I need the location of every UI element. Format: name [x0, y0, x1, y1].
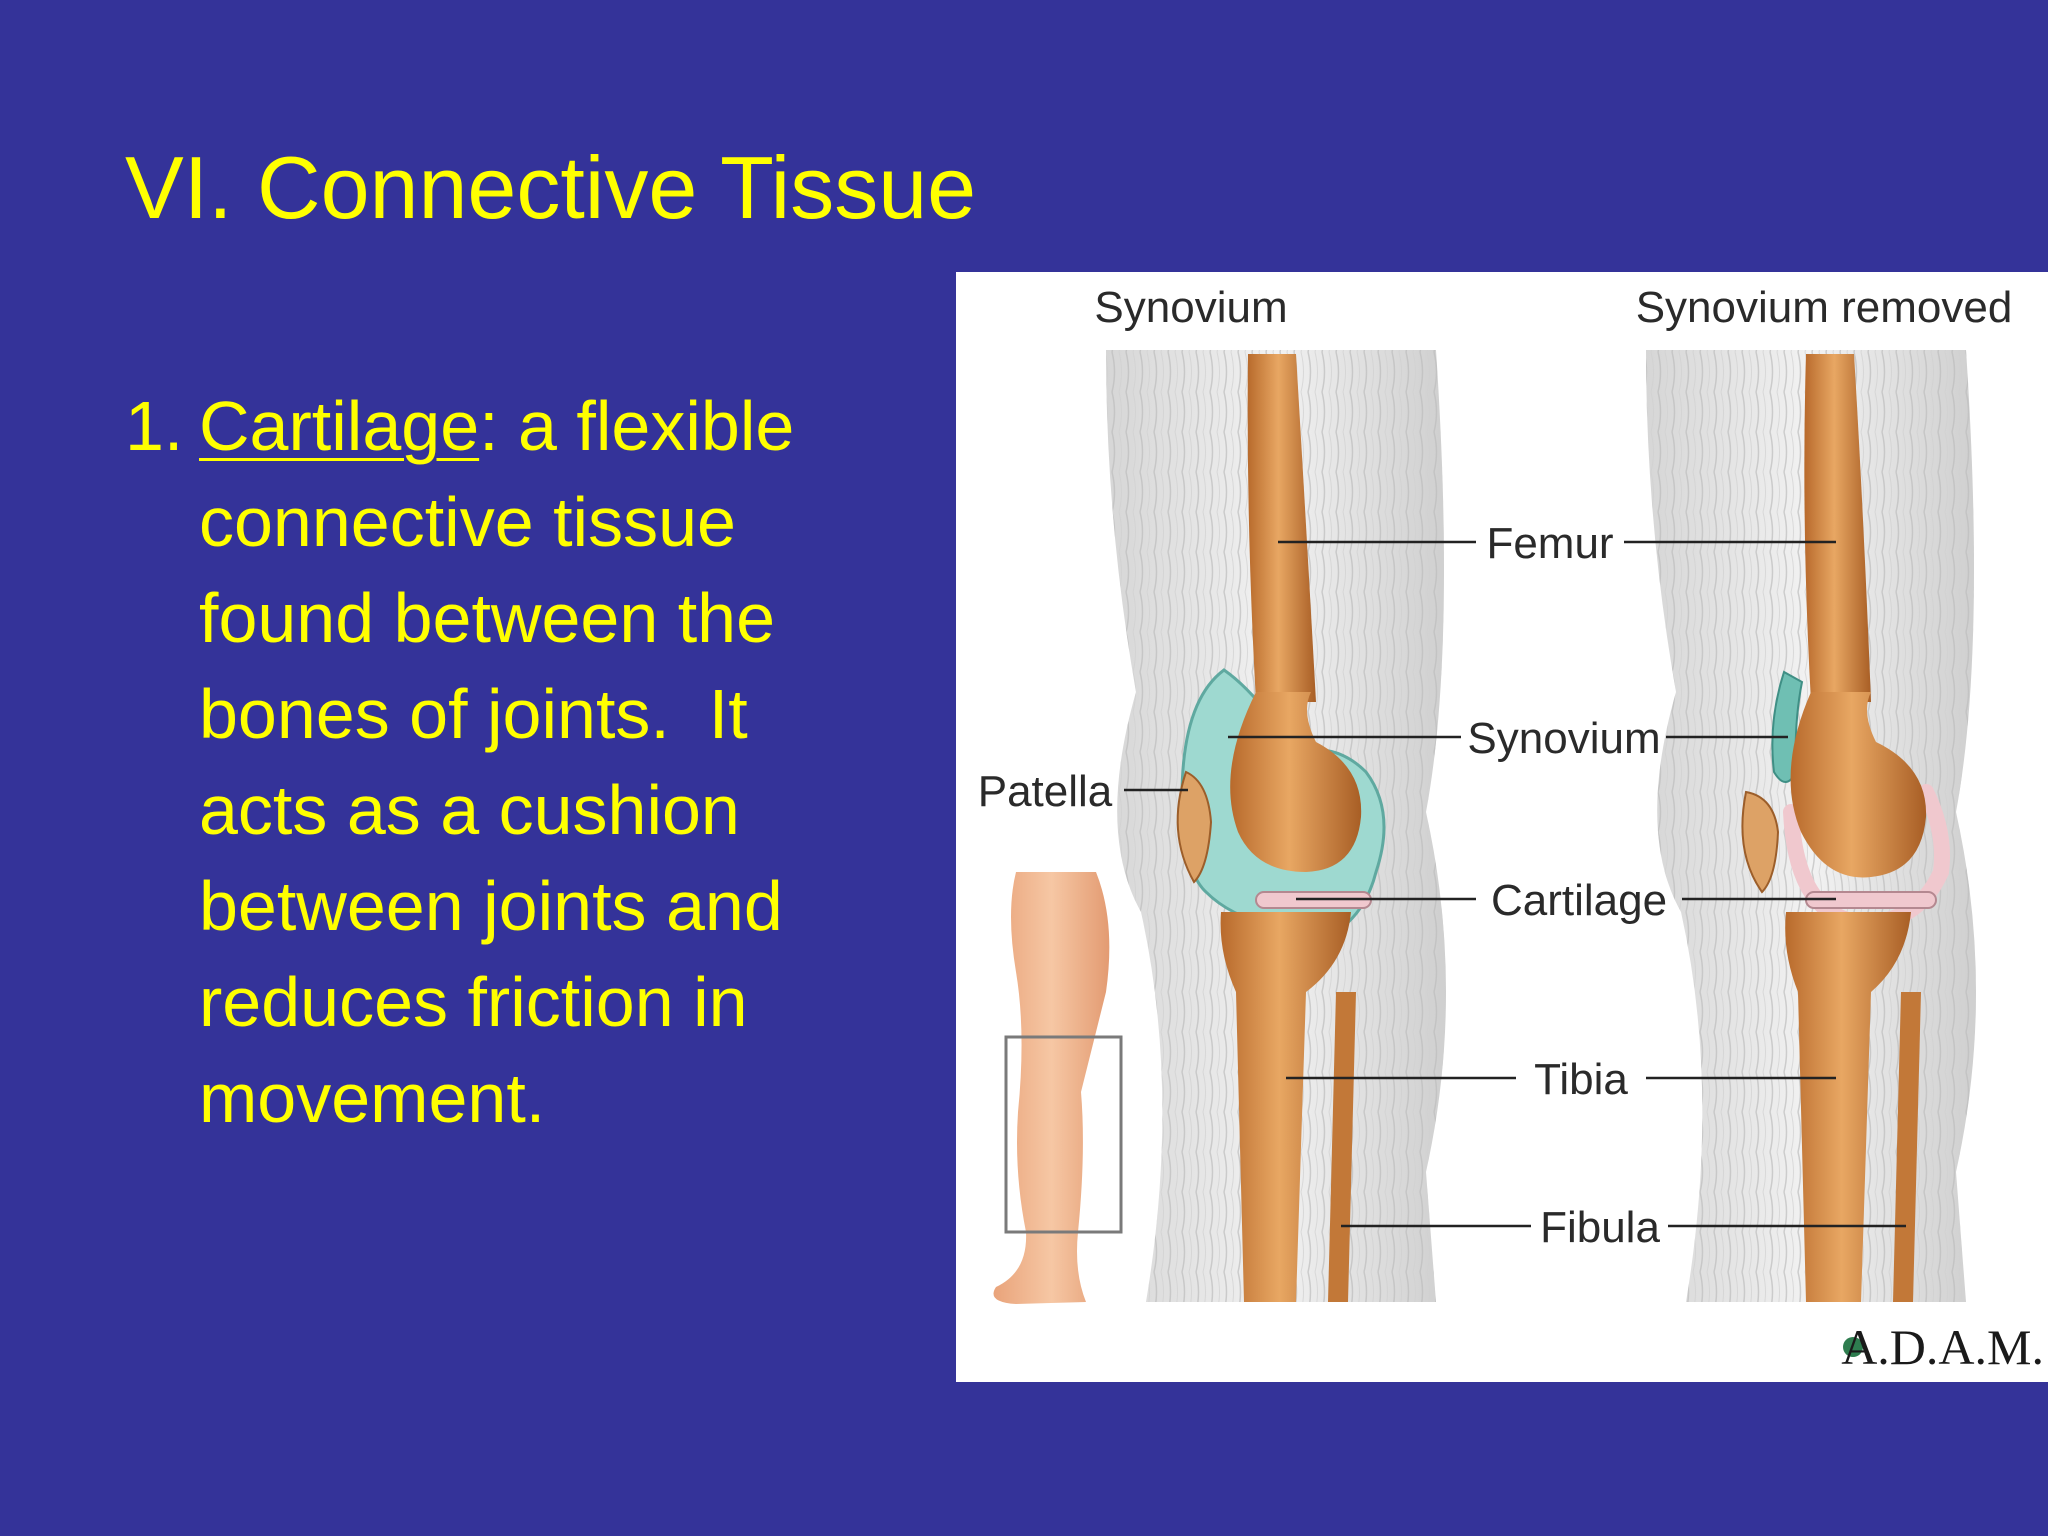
panel-title-synovium-removed: Synovium removed: [1636, 283, 2013, 332]
knee-anatomy-figure: Synovium Synovium removed: [956, 272, 2048, 1382]
definition-first: : a flexible: [479, 387, 795, 465]
leg-thumbnail: [993, 872, 1123, 1304]
definition-line-6: between joints and: [199, 867, 783, 945]
knee-anatomy-svg: Synovium Synovium removed: [978, 283, 2044, 1375]
item-number: 1.: [125, 387, 184, 465]
adam-logo: A.D.A.M.: [1841, 1319, 2044, 1375]
label-fibula: Fibula: [1540, 1203, 1660, 1252]
slide-title: VI. Connective Tissue: [125, 138, 977, 237]
label-femur: Femur: [1486, 519, 1613, 568]
panel-title-synovium: Synovium: [1094, 283, 1287, 332]
label-cartilage: Cartilage: [1491, 876, 1667, 925]
label-tibia: Tibia: [1534, 1055, 1628, 1104]
definition-line-3: found between the: [199, 579, 776, 657]
definition-line-7: reduces friction in: [199, 963, 748, 1041]
label-patella: Patella: [978, 767, 1113, 816]
label-synovium: Synovium: [1467, 714, 1660, 763]
leaf-icon: [1843, 1337, 1863, 1357]
left-knee-illustration: [1106, 350, 1446, 1302]
definition-text: 1.Cartilage: a flexible connective tissu…: [125, 378, 925, 1146]
definition-line-4: bones of joints. It: [199, 675, 748, 753]
definition-line-2: connective tissue: [199, 483, 736, 561]
definition-line-8: movement.: [199, 1059, 546, 1137]
term-cartilage: Cartilage: [199, 387, 480, 465]
leg-highlight-box: [1004, 1035, 1123, 1234]
definition-line-1: 1.Cartilage: a flexible: [125, 378, 925, 474]
leader-lines: [1124, 540, 1906, 1228]
right-knee-illustration: [1646, 350, 1976, 1302]
logo-text: A.D.A.M.: [1841, 1319, 2044, 1375]
definition-line-5: acts as a cushion: [199, 771, 740, 849]
